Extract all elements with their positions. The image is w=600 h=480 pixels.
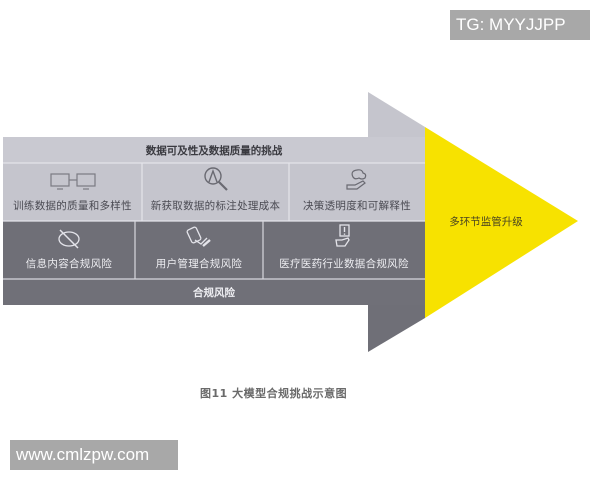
- light-row-bg: [3, 163, 425, 221]
- no-chat-icon: [58, 229, 80, 249]
- hand-phone-icon: [186, 226, 211, 247]
- challenge-cell-1: 训练数据的质量和多样性: [3, 163, 142, 221]
- risk-label: 信息内容合规风险: [25, 258, 113, 270]
- magnifier-person-icon: [203, 167, 228, 191]
- header-band-bg: [3, 137, 425, 163]
- challenge-cell-3: 决策透明度和可解释性: [289, 163, 425, 221]
- challenge-cell-2: 新获取数据的标注处理成本: [142, 163, 289, 221]
- risk-label: 用户管理合规风险: [155, 258, 243, 270]
- watermark-top-right: TG: MYYJJPP: [450, 10, 590, 40]
- risk-label: 医疗医药行业数据合规风险: [279, 258, 409, 270]
- header-band-label: 数据可及性及数据质量的挑战: [145, 144, 283, 157]
- yellow-arrow-tip: [425, 127, 578, 318]
- hand-cloud-icon: [346, 169, 367, 190]
- risk-cell-3: 医疗医药行业数据合规风险: [263, 221, 425, 279]
- challenge-label: 训练数据的质量和多样性: [13, 200, 132, 212]
- arrow-head-label: 多环节监管升级: [449, 215, 523, 228]
- footer-band-bg: [3, 279, 425, 305]
- figure-caption: 图11 大模型合规挑战示意图: [200, 387, 348, 400]
- risk-cell-1: 信息内容合规风险: [3, 221, 135, 279]
- dark-row-bg: [3, 221, 425, 279]
- risk-cell-2: 用户管理合规风险: [135, 221, 263, 279]
- hand-alert-icon: [335, 224, 350, 247]
- challenge-label: 新获取数据的标注处理成本: [150, 200, 281, 212]
- footer-band-label: 合规风险: [193, 286, 235, 299]
- monitors-icon: [49, 173, 96, 190]
- challenge-label: 决策透明度和可解释性: [303, 200, 411, 212]
- watermark-bottom-left: www.cmlzpw.com: [10, 440, 178, 470]
